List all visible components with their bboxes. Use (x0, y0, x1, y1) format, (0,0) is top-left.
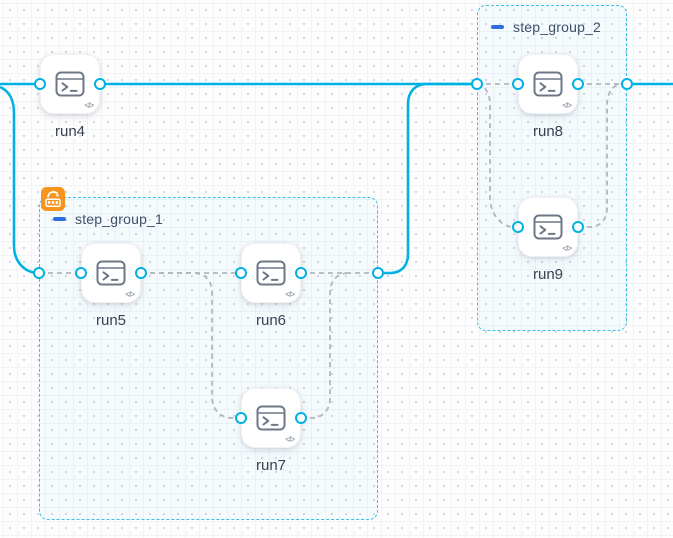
port-run8-in[interactable] (512, 78, 524, 90)
group-label: step_group_2 (513, 19, 602, 35)
code-badge-icon: </> (285, 435, 295, 444)
collapse-group-button[interactable] (491, 25, 504, 29)
node-card[interactable]: </> (241, 388, 301, 448)
edge-run7-to-group1out[interactable] (301, 272, 350, 419)
node-card[interactable]: </> (241, 243, 301, 303)
edge-canvas-to-step_group_1[interactable] (0, 85, 40, 275)
node-card[interactable]: </> (518, 54, 578, 114)
port-run7-in[interactable] (235, 412, 247, 424)
port-run4-in[interactable] (34, 78, 46, 90)
port-run9-out[interactable] (572, 221, 584, 233)
port-run7-out[interactable] (295, 412, 307, 424)
node-run9[interactable]: </> run9 (518, 197, 578, 283)
port-run8-out[interactable] (572, 78, 584, 90)
terminal-icon (55, 71, 85, 97)
edge-run9-to-group2out[interactable] (578, 83, 624, 228)
code-badge-icon: </> (562, 244, 572, 253)
group-step_group_1[interactable]: step_group_1 (39, 187, 378, 520)
port-run6-out[interactable] (295, 267, 307, 279)
group-header: step_group_1 (40, 198, 377, 227)
node-run7[interactable]: </> run7 (241, 388, 301, 474)
edge-step_group_1-to-step_group_2[interactable] (378, 82, 471, 275)
code-badge-icon: </> (84, 101, 94, 110)
port-step_group_1-out[interactable] (372, 267, 384, 279)
node-run4[interactable]: </> run4 (40, 54, 100, 140)
node-run8[interactable]: </> run8 (518, 54, 578, 140)
terminal-icon (96, 260, 126, 286)
node-label: run5 (95, 312, 127, 329)
port-run4-out[interactable] (94, 78, 106, 90)
node-run5[interactable]: </> run5 (81, 243, 141, 329)
node-label: run6 (255, 312, 287, 329)
node-card[interactable]: </> (81, 243, 141, 303)
node-run6[interactable]: </> run6 (241, 243, 301, 329)
edge-group2in-to-run9[interactable] (476, 83, 518, 228)
node-card[interactable]: </> (518, 197, 578, 257)
port-run6-in[interactable] (235, 267, 247, 279)
toolbox-loop-badge-icon (41, 187, 65, 211)
group-step_group_2[interactable]: step_group_2 (477, 5, 627, 331)
terminal-icon (256, 260, 286, 286)
port-run9-in[interactable] (512, 221, 524, 233)
code-badge-icon: </> (125, 290, 135, 299)
group-label: step_group_1 (75, 211, 164, 227)
node-label: run7 (255, 457, 287, 474)
node-card[interactable]: </> (40, 54, 100, 114)
edge-run5-to-run7[interactable] (141, 272, 241, 419)
port-step_group_2-in[interactable] (471, 78, 483, 90)
node-label: run9 (532, 266, 564, 283)
group-header: step_group_2 (478, 6, 626, 35)
code-badge-icon: </> (285, 290, 295, 299)
terminal-icon (533, 71, 563, 97)
node-label: run4 (54, 123, 86, 140)
code-badge-icon: </> (562, 101, 572, 110)
terminal-icon (533, 214, 563, 240)
terminal-icon (256, 405, 286, 431)
port-step_group_1-in[interactable] (33, 267, 45, 279)
port-run5-out[interactable] (135, 267, 147, 279)
collapse-group-button[interactable] (53, 217, 66, 221)
port-run5-in[interactable] (75, 267, 87, 279)
port-step_group_2-out[interactable] (621, 78, 633, 90)
node-label: run8 (532, 123, 564, 140)
